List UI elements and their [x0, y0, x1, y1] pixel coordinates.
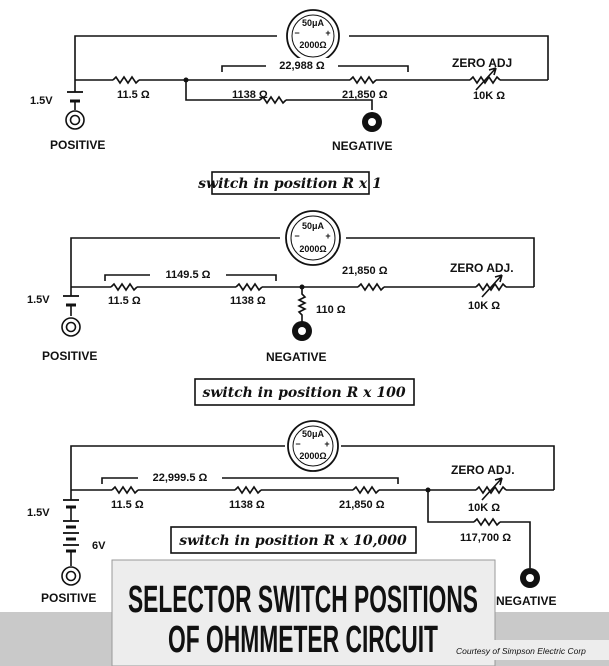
r5-label: 117,700 Ω [460, 532, 511, 544]
top-wire [70, 237, 535, 287]
switch-label-2: switch in position R x 100 [202, 385, 405, 401]
positive-jack-2 [61, 317, 81, 337]
r1-label: 11.5 Ω [117, 89, 150, 101]
meter-current: 50μA [302, 18, 325, 28]
zero-adj-resistor [475, 485, 507, 495]
lower-wire [185, 80, 373, 110]
r4-label: 110 Ω [316, 304, 346, 316]
meter-current: 50μA [302, 221, 325, 231]
switch-box-3 [170, 526, 417, 554]
switch-label-1: switch in position R x 1 [198, 176, 382, 192]
r2-label: 1138 Ω [232, 89, 268, 101]
bracket-label: 22,999.5 Ω [153, 472, 208, 484]
meter-minus: − [295, 439, 300, 449]
resistor-117700 [473, 518, 501, 526]
top-wire [70, 445, 555, 490]
branch-wire [427, 490, 531, 568]
meter-resistance: 2000Ω [299, 40, 326, 50]
meter-1: 50μA − + 2000Ω [286, 9, 340, 63]
battery-label: 1.5V [27, 294, 50, 306]
top-wire [74, 35, 549, 80]
positive-label: POSITIVE [50, 138, 105, 152]
negative-jack-1 [362, 112, 382, 132]
bracket [101, 477, 399, 484]
meter-2: 50μA − + 2000Ω [285, 210, 341, 266]
meter-minus: − [294, 231, 299, 241]
meter-3: 50μA − + 2000Ω [287, 420, 339, 472]
negative-label: NEGATIVE [332, 139, 392, 153]
r2-label: 1138 Ω [229, 499, 265, 511]
zero-adj-label: ZERO ADJ [452, 56, 512, 70]
switch-box-2 [194, 378, 415, 406]
r3-label: 21,850 Ω [342, 89, 388, 101]
zero-adj-arrow [481, 477, 503, 501]
title-panel: SELECTOR SWITCH POSITIONS OF OHMMETER CI… [0, 559, 609, 666]
zero-adj-arrow [475, 67, 497, 91]
battery-label: 1.5V [30, 95, 53, 107]
negative-label: NEGATIVE [266, 350, 326, 364]
zero-adj-resistor [475, 282, 507, 292]
positive-label: POSITIVE [41, 591, 96, 605]
resistor-11-5 [110, 283, 138, 291]
resistor-110 [297, 287, 307, 322]
resistor-11-5 [111, 486, 139, 494]
negative-label: NEGATIVE [496, 594, 556, 608]
resistor-21850 [349, 76, 377, 84]
meter-current: 50μA [302, 429, 325, 439]
meter-plus: + [325, 28, 330, 38]
title-line-1: SELECTOR SWITCH POSITIONS [128, 579, 478, 621]
r3-label: 21,850 Ω [339, 499, 385, 511]
battery-6v [63, 520, 79, 557]
meter-resistance: 2000Ω [299, 244, 326, 254]
positive-jack-1 [65, 110, 85, 130]
bracket-label: 1149.5 Ω [166, 269, 211, 281]
rzero-label: 10K Ω [468, 300, 500, 312]
diagram-r-x-10000: 50μA − + 2000Ω 22,999.5 Ω [27, 420, 556, 608]
negative-jack-2 [292, 321, 312, 341]
credit: Courtesy of Simpson Electric Corp [456, 646, 586, 656]
switch-box-1 [211, 171, 370, 195]
r1-label: 11.5 Ω [108, 295, 141, 307]
zero-adj-label: ZERO ADJ. [451, 463, 515, 477]
zero-adj-arrow [481, 274, 503, 298]
negative-jack-3 [520, 568, 540, 588]
positive-jack-3 [61, 566, 81, 586]
resistor-21850 [352, 486, 380, 494]
resistor-1138 [235, 283, 263, 291]
diagram-r-x-1: 50μA − + 2000Ω 22,988 Ω [30, 9, 549, 195]
resistor-21850 [357, 283, 385, 291]
r1-label: 11.5 Ω [111, 499, 144, 511]
resistor-11-5 [112, 76, 140, 84]
zero-adj-resistor [469, 75, 501, 85]
bracket-label: 22,988 Ω [279, 60, 325, 72]
rzero-label: 10K Ω [468, 502, 500, 514]
title-line-2: OF OHMMETER CIRCUIT [168, 619, 438, 661]
battery2-label: 6V [92, 540, 106, 552]
rzero-label: 10K Ω [473, 90, 505, 102]
meter-minus: − [294, 28, 299, 38]
battery-label: 1.5V [27, 507, 50, 519]
meter-plus: + [324, 439, 329, 449]
r3-label: 21,850 Ω [342, 265, 388, 277]
zero-adj-label: ZERO ADJ. [450, 261, 514, 275]
diagram-r-x-100: 50μA − + 2000Ω 1149.5 Ω 1.5V 11.5 Ω [27, 210, 535, 406]
meter-resistance: 2000Ω [299, 451, 326, 461]
resistor-1138 [234, 486, 262, 494]
meter-plus: + [325, 231, 330, 241]
r2-label: 1138 Ω [230, 295, 266, 307]
switch-label-3: switch in position R x 10,000 [179, 533, 407, 549]
positive-label: POSITIVE [42, 349, 97, 363]
